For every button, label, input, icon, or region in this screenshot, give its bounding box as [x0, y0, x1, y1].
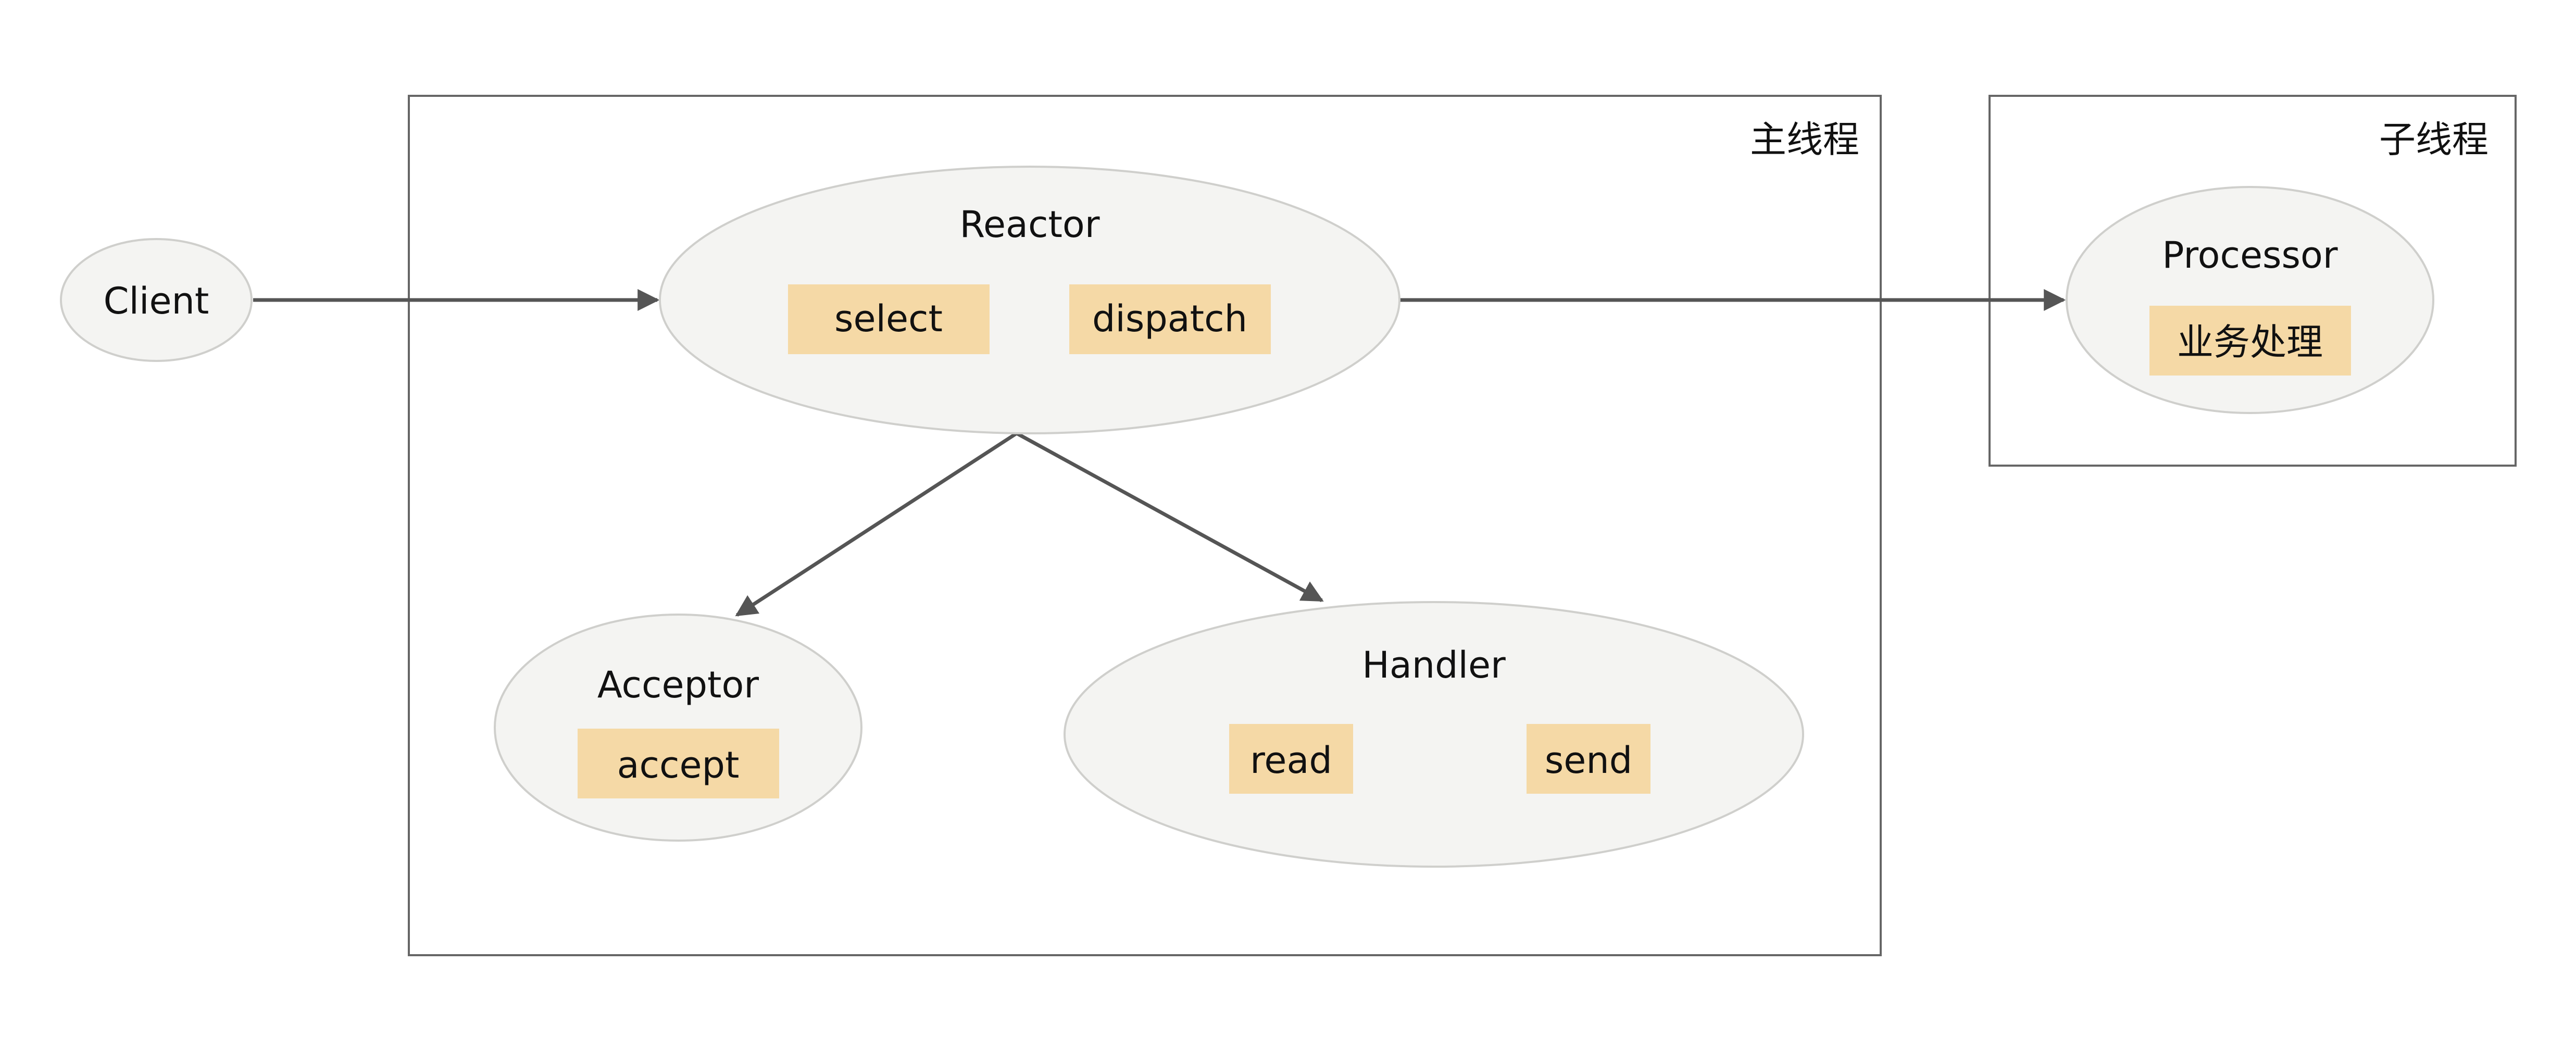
- send-op-box: [1527, 724, 1650, 794]
- client-label: Client: [104, 280, 209, 322]
- reactor-title: Reactor: [960, 203, 1100, 246]
- processor-title: Processor: [2162, 234, 2337, 277]
- main-thread-label: 主线程: [1750, 118, 1859, 161]
- handler-title: Handler: [1362, 644, 1506, 686]
- accept-op-label: accept: [617, 744, 740, 786]
- dispatch-op-box: [1069, 284, 1271, 354]
- dispatch-op-label: dispatch: [1092, 297, 1247, 340]
- reactor-node: [659, 166, 1400, 434]
- business-op-label: 业务处理: [2177, 321, 2323, 364]
- handler-node: [1064, 601, 1804, 868]
- reactor-to-handler-arrow: [1016, 431, 1324, 603]
- accept-op-box: [578, 729, 779, 798]
- select-op-box: [788, 284, 990, 354]
- read-op-box: [1229, 724, 1353, 794]
- read-op-label: read: [1250, 739, 1332, 782]
- sub-thread-label: 子线程: [2379, 118, 2489, 161]
- business-op-box: [2149, 306, 2351, 376]
- processor-node: [2066, 186, 2434, 414]
- send-op-label: send: [1545, 739, 1632, 782]
- client-node: [60, 238, 253, 362]
- select-op-label: select: [834, 297, 943, 340]
- reactor-to-acceptor-arrow: [735, 432, 1018, 617]
- acceptor-title: Acceptor: [597, 664, 759, 706]
- acceptor-node: [494, 614, 862, 842]
